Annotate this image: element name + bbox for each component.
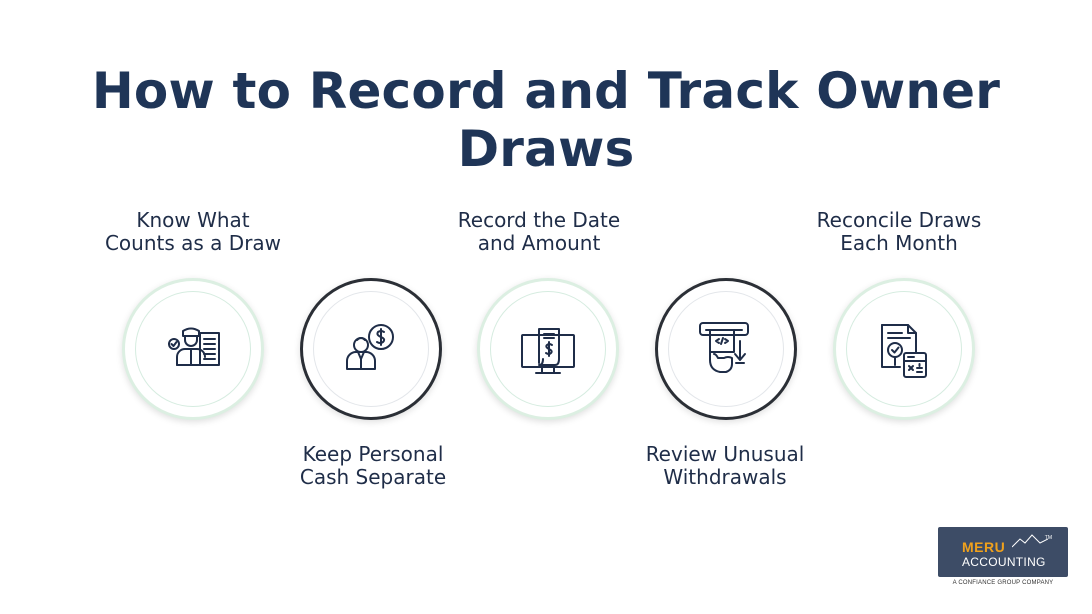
step-2-label: Keep Personal Cash Separate bbox=[273, 443, 473, 489]
step-4-label: Review Unusual Withdrawals bbox=[625, 443, 825, 489]
meru-accounting-logo: MERU ACCOUNTING TM bbox=[938, 527, 1068, 577]
step-4-label-line2: Withdrawals bbox=[663, 465, 787, 489]
logo-tagline: A CONFIANCE GROUP COMPANY bbox=[952, 580, 1054, 586]
document-calculator-icon bbox=[881, 324, 927, 378]
step-1-label-line1: Know What bbox=[136, 208, 250, 232]
step-2-label-line1: Keep Personal bbox=[302, 442, 444, 466]
step-1-label-line2: Counts as a Draw bbox=[104, 231, 282, 255]
step-5-inner-ring bbox=[846, 291, 962, 407]
employee-ledger-icon bbox=[168, 327, 220, 366]
step-2-inner-ring bbox=[313, 291, 429, 407]
step-1-inner-ring bbox=[135, 291, 251, 407]
mountain-logo-icon bbox=[1012, 534, 1048, 548]
step-2-label-line2: Cash Separate bbox=[299, 465, 447, 489]
step-2-circle bbox=[300, 278, 442, 420]
atm-withdrawal-icon bbox=[699, 322, 749, 373]
logo-trademark: TM bbox=[1044, 535, 1052, 541]
step-5-circle bbox=[833, 278, 975, 420]
step-3-label: Record the Date and Amount bbox=[439, 209, 639, 255]
monitor-receipt-icon bbox=[521, 328, 575, 374]
logo-brand-top: MERU bbox=[962, 539, 1006, 555]
step-3-inner-ring bbox=[490, 291, 606, 407]
step-1-circle bbox=[122, 278, 264, 420]
step-4-inner-ring bbox=[668, 291, 784, 407]
step-3-label-line2: and Amount bbox=[477, 231, 601, 255]
step-1-label: Know What Counts as a Draw bbox=[93, 209, 293, 255]
person-dollar-icon bbox=[346, 324, 394, 370]
step-4-circle bbox=[655, 278, 797, 420]
step-4-label-line1: Review Unusual bbox=[645, 442, 805, 466]
step-5-label-line1: Reconcile Draws bbox=[816, 208, 982, 232]
step-3-label-line1: Record the Date bbox=[457, 208, 621, 232]
step-3-circle bbox=[477, 278, 619, 420]
logo-brand-bottom: ACCOUNTING bbox=[962, 555, 1046, 569]
step-5-label: Reconcile Draws Each Month bbox=[799, 209, 999, 255]
step-5-label-line2: Each Month bbox=[840, 231, 958, 255]
page-title: How to Record and Track Owner Draws bbox=[91, 62, 1001, 178]
